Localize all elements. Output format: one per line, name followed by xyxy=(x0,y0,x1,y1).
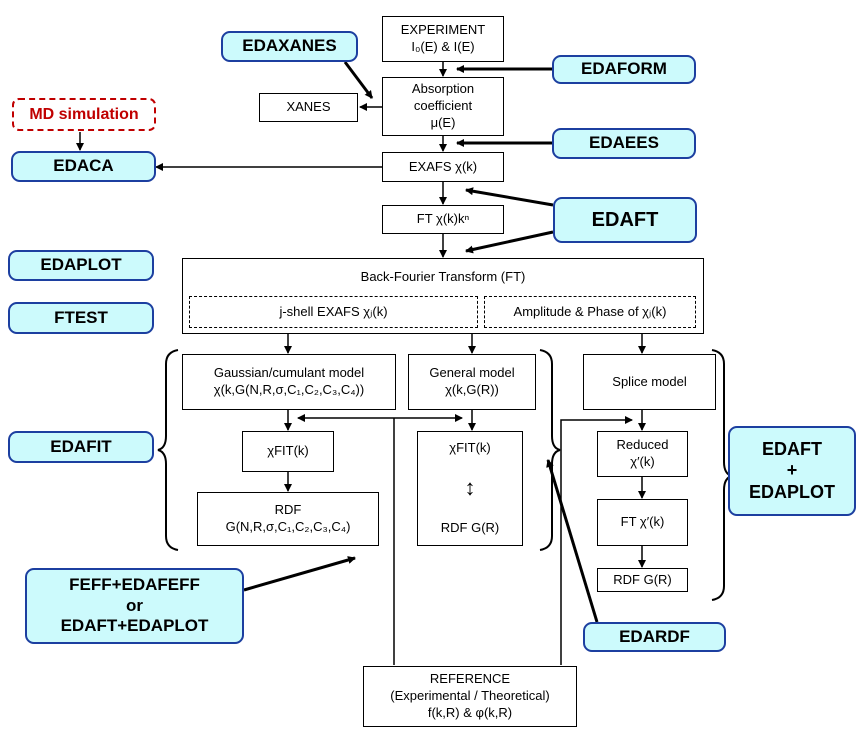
rdf-right-box: RDF G(R) xyxy=(597,568,688,592)
rdf-left-line1: RDF xyxy=(274,502,302,518)
edaft-label: EDAFT xyxy=(591,209,659,231)
edaft-edaplot-line2: + xyxy=(786,460,798,481)
absorption-box: Absorption coefficient μ(E) xyxy=(382,77,504,136)
absorption-line1: Absorption xyxy=(411,81,475,97)
feff-box[interactable]: FEFF+EDAFEFF or EDAFT+EDAPLOT xyxy=(25,568,244,644)
general-line2: χ(k,G(R)) xyxy=(445,382,499,397)
edaft-edaplot-line3: EDAPLOT xyxy=(748,481,835,502)
edaees-label: EDAEES xyxy=(589,133,659,153)
brace-mid-model xyxy=(539,349,561,551)
splice-box: Splice model xyxy=(583,354,716,410)
jshell-box: j-shell EXAFS χⱼ(k) xyxy=(189,296,478,328)
ft-box: FT χ(k)kⁿ xyxy=(382,205,504,234)
experiment-line1: EXPERIMENT xyxy=(400,22,486,38)
ftest-label: FTEST xyxy=(54,307,108,327)
feff-line3: EDAFT+EDAPLOT xyxy=(60,616,209,636)
back-ft-title: Back-Fourier Transform (FT) xyxy=(360,269,526,284)
edaform-label: EDAFORM xyxy=(581,59,667,79)
ftest-box[interactable]: FTEST xyxy=(8,302,154,334)
edardf-box[interactable]: EDARDF xyxy=(583,622,726,652)
experiment-box: EXPERIMENT I₀(E) & I(E) xyxy=(382,16,504,62)
gaussian-line1: Gaussian/cumulant model xyxy=(213,365,365,381)
xanes-label: XANES xyxy=(286,99,331,115)
feff-line1: FEFF+EDAFEFF xyxy=(69,575,200,595)
edaft-arrow-exafs xyxy=(465,187,554,207)
edaplot-label: EDAPLOT xyxy=(40,255,122,275)
reference-line3: f(k,R) & φ(k,R) xyxy=(427,704,513,720)
edaxanes-box[interactable]: EDAXANES xyxy=(221,31,358,62)
ft-label: FT χ(k)kⁿ xyxy=(416,211,470,227)
xanes-box: XANES xyxy=(259,93,358,122)
reduced-line1: Reduced xyxy=(616,437,669,453)
absorption-line2: coefficient xyxy=(413,98,473,114)
brace-left-model xyxy=(157,349,179,551)
edaca-box[interactable]: EDACA xyxy=(11,151,156,182)
reduced-box: Reduced χ′(k) xyxy=(597,431,688,477)
exafs-box: EXAFS χ(k) xyxy=(382,152,504,182)
edaft-arrow-backft xyxy=(465,230,554,254)
rdf-left-box: RDF G(N,R,σ,C₁,C₂,C₃,C₄) xyxy=(197,492,379,546)
edaxanes-label: EDAXANES xyxy=(242,36,337,56)
edaform-box[interactable]: EDAFORM xyxy=(552,55,696,84)
experiment-line2: I₀(E) & I(E) xyxy=(411,39,475,54)
ft-reduced-label: FT χ′(k) xyxy=(620,514,665,530)
amp-phase-label: Amplitude & Phase of χⱼ(k) xyxy=(513,304,667,319)
chifit-rdf-mid-box: χFIT(k) ↕ RDF G(R) xyxy=(417,431,523,546)
jshell-label: j-shell EXAFS χⱼ(k) xyxy=(279,304,388,319)
edafit-label: EDAFIT xyxy=(50,436,112,456)
absorption-line3: μ(E) xyxy=(430,114,456,130)
md-simulation-box[interactable]: MD simulation xyxy=(12,98,156,131)
gaussian-box: Gaussian/cumulant model χ(k,G(N,R,σ,C₁,C… xyxy=(182,354,396,410)
ft-reduced-box: FT χ′(k) xyxy=(597,499,688,546)
edardf-label: EDARDF xyxy=(619,626,690,646)
edaplot-box[interactable]: EDAPLOT xyxy=(8,250,154,281)
exafs-label: EXAFS χ(k) xyxy=(408,158,478,174)
rdf-right-label: RDF G(R) xyxy=(613,571,672,587)
reference-line2: (Experimental / Theoretical) xyxy=(390,688,550,704)
md-simulation-label: MD simulation xyxy=(29,105,139,123)
general-box: General model χ(k,G(R)) xyxy=(408,354,536,410)
rdf-left-line2: G(N,R,σ,C₁,C₂,C₃,C₄) xyxy=(225,519,351,534)
edaees-box[interactable]: EDAEES xyxy=(552,128,696,159)
splice-label: Splice model xyxy=(612,373,687,389)
edaft-edaplot-line1: EDAFT xyxy=(762,438,822,459)
edaca-label: EDACA xyxy=(53,156,114,176)
gaussian-line2: χ(k,G(N,R,σ,C₁,C₂,C₃,C₄)) xyxy=(213,382,365,397)
reference-right-riser xyxy=(560,416,633,665)
amp-phase-box: Amplitude & Phase of χⱼ(k) xyxy=(484,296,696,328)
rdf-mid-label: RDF G(R) xyxy=(440,519,500,535)
chifit-mid-label: χFIT(k) xyxy=(449,440,491,456)
double-arrow-icon: ↕ xyxy=(464,475,476,501)
edaft-box[interactable]: EDAFT xyxy=(553,197,697,243)
chifit-left-box: χFIT(k) xyxy=(242,431,334,472)
general-line1: General model xyxy=(429,365,515,381)
reference-box: REFERENCE (Experimental / Theoretical) f… xyxy=(363,666,577,727)
edardf-arrow xyxy=(546,459,599,623)
edafit-box[interactable]: EDAFIT xyxy=(8,431,154,463)
chifit-left-label: χFIT(k) xyxy=(267,443,309,459)
feff-line2: or xyxy=(126,595,143,615)
edaft-edaplot-box[interactable]: EDAFT + EDAPLOT xyxy=(728,426,856,516)
reference-line1: REFERENCE xyxy=(429,671,511,687)
reduced-line2: χ′(k) xyxy=(630,454,655,469)
edaxanes-arrow xyxy=(343,61,374,99)
feff-arrow xyxy=(243,556,356,592)
